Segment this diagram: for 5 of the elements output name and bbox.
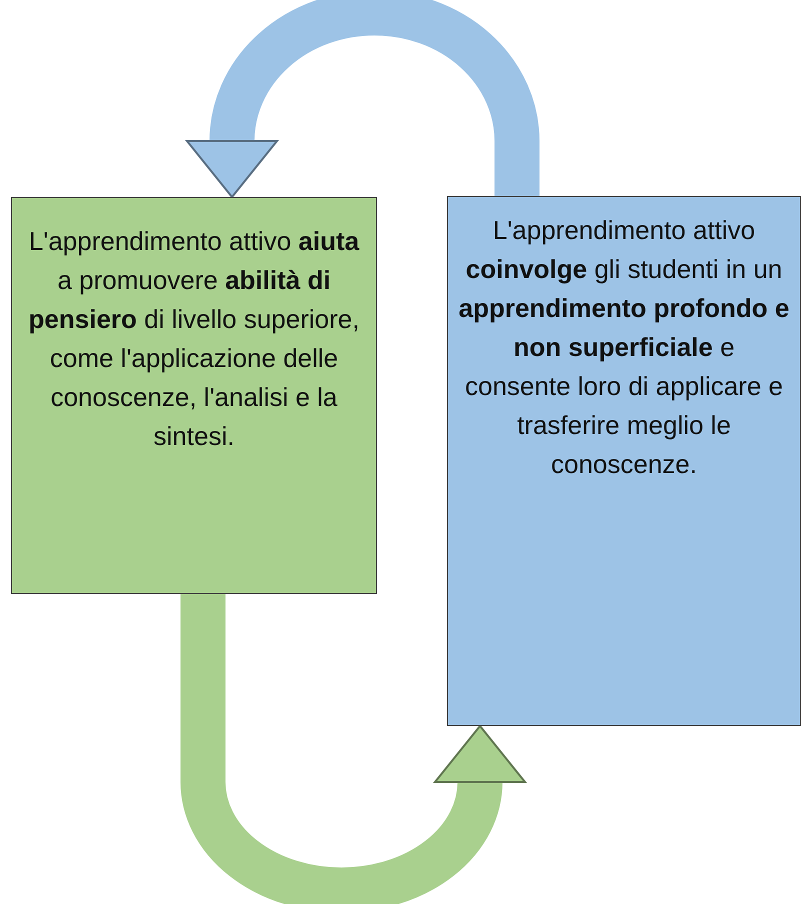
text-box [11, 197, 377, 594]
curved-arrow [180, 594, 526, 904]
description-text: L'apprendimento attivo coinvolge gli studenti in un apprendimento profondo e non superficiale e consente loro di applicare e trasferire meglio le conoscenze. [458, 214, 790, 481]
description-text: L'apprendimento attivo aiuta a promuovere abilità di pensiero di livello superiore, come l'applicazione delle conoscenze, l'analisi e la sintesi. [28, 225, 360, 453]
text-box [447, 196, 801, 726]
